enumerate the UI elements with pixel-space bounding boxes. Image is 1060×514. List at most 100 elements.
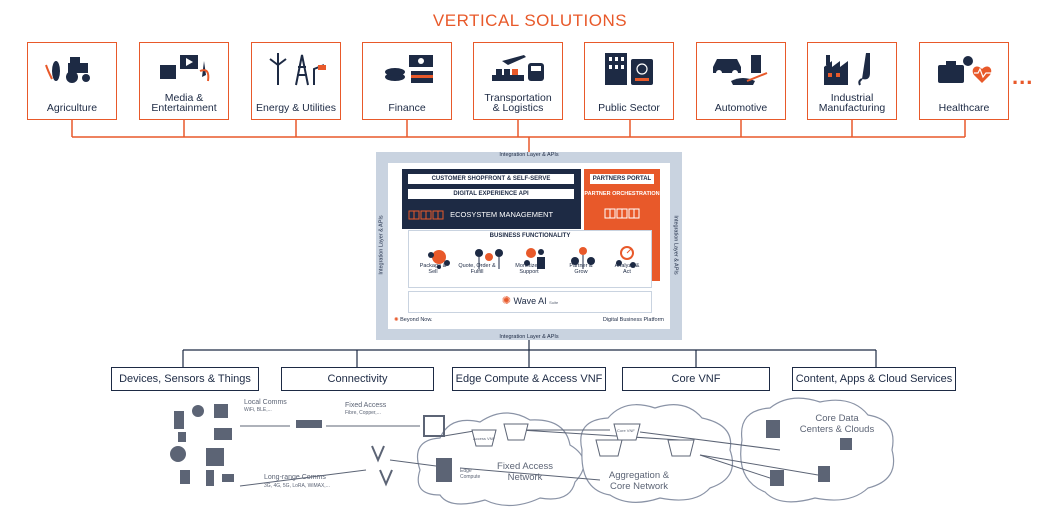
- vertical-transportation-logistics[interactable]: Transportation& Logistics: [473, 42, 563, 120]
- fixed-access-sub: Fibre, Copper,...: [345, 410, 381, 416]
- ecosystem-management-label: ECOSYSTEM MANAGEMENT: [450, 210, 554, 219]
- vertical-automotive[interactable]: Automotive: [696, 42, 786, 120]
- partner-grow-icon: [571, 247, 595, 269]
- function-partner-grow[interactable]: Partner &Grow: [569, 263, 593, 275]
- integration-layer-right: Integration Layer & APIs: [672, 215, 679, 275]
- integration-layer-left: Integration Layer & APIs: [378, 215, 385, 275]
- partners-portal-bar[interactable]: PARTNERS PORTAL: [590, 174, 654, 184]
- digital-business-platform-label: Digital Business Platform: [602, 317, 664, 323]
- wave-ai-logo-icon: ✺: [501, 295, 511, 307]
- digital-business-platform: Integration Layer & APIs Integration Lay…: [376, 152, 682, 340]
- vertical-label: Energy & Utilities: [256, 102, 336, 114]
- edge-server-icon: [436, 458, 452, 482]
- vertical-public-sector[interactable]: Public Sector: [584, 42, 674, 120]
- chip-icon: [214, 404, 228, 418]
- monetize-support-icon: [524, 248, 545, 269]
- thermostat-icon: [170, 446, 186, 462]
- vertical-agriculture[interactable]: Agriculture: [27, 42, 117, 120]
- healthcare-icon: [938, 56, 992, 83]
- vertical-label: Transportation& Logistics: [484, 92, 552, 114]
- package-sell-icon: [428, 250, 450, 269]
- function-analyze-act[interactable]: Analyze &Act: [614, 263, 640, 275]
- vertical-label: Media &Entertainment: [151, 92, 217, 114]
- infra-core-vnf[interactable]: Core VNF: [622, 367, 770, 391]
- search-cloud-icon: [840, 438, 852, 450]
- long-range-sub: 3G, 4G, 5G, LoRA, WiMAX,...: [264, 483, 330, 489]
- beyond-now-icon: ✺: [394, 317, 399, 323]
- function-package-sell[interactable]: Package &Sell: [419, 263, 447, 275]
- core-vnf-icon: [613, 423, 641, 441]
- partner-panel: PARTNERS PORTAL PARTNER ORCHESTRATION: [584, 169, 660, 281]
- more-verticals-ellipsis: ...: [1012, 64, 1034, 89]
- meter-icon: [206, 448, 224, 466]
- platform-inner: CUSTOMER SHOPFRONT & SELF-SERVE DIGITAL …: [388, 163, 670, 329]
- vertical-label: Healthcare: [938, 102, 990, 114]
- access-vnf-icon: [503, 423, 529, 441]
- aggregation-core-network-label: Aggregation &Core Network: [608, 470, 670, 492]
- core-vnf-label: Core VNF: [617, 428, 635, 433]
- infra-content-apps-cloud[interactable]: Content, Apps & Cloud Services: [792, 367, 956, 391]
- ecosystem-management-bar[interactable]: ECOSYSTEM MANAGEMENT: [408, 207, 574, 223]
- access-vnf-label: Access VNF: [473, 436, 496, 441]
- vertical-energy-utilities[interactable]: Energy & Utilities: [251, 42, 341, 120]
- customer-panel: CUSTOMER SHOPFRONT & SELF-SERVE DIGITAL …: [402, 169, 581, 229]
- network-illustration: [170, 397, 895, 507]
- local-comms-label: Local Comms: [244, 399, 287, 406]
- watch-icon: [180, 470, 190, 484]
- partner-orchestration-label[interactable]: PARTNER ORCHESTRATION: [584, 191, 660, 197]
- page-title: VERTICAL SOLUTIONS: [432, 11, 628, 30]
- infra-edge-compute-access-vnf[interactable]: Edge Compute & Access VNF: [452, 367, 606, 391]
- vertical-healthcare[interactable]: Healthcare: [919, 42, 1009, 120]
- integration-layer-bottom: Integration Layer & APIs: [499, 334, 559, 340]
- server-icon: [770, 470, 784, 486]
- local-comms-sub: WiFi, BLE,...: [244, 407, 272, 413]
- infra-devices-sensors-things[interactable]: Devices, Sensors & Things: [111, 367, 259, 391]
- vertical-finance[interactable]: Finance: [362, 42, 452, 120]
- business-functionality-box: BUSINESS FUNCTIONALITY Package &Sell Quo…: [408, 230, 652, 288]
- laptop-icon: [214, 428, 232, 440]
- function-quote-order-fulfill[interactable]: Quote, Order &Fulfill: [458, 263, 496, 275]
- business-functionality-title: BUSINESS FUNCTIONALITY: [489, 233, 571, 239]
- wave-ai-box[interactable]: ✺ Wave AI Suite: [408, 291, 652, 313]
- infra-connectivity[interactable]: Connectivity: [281, 367, 434, 391]
- bulb-icon: [192, 405, 204, 417]
- core-vnf-icon: [595, 439, 623, 457]
- router-icon: [296, 420, 322, 428]
- customer-shopfront-bar[interactable]: CUSTOMER SHOPFRONT & SELF-SERVE: [408, 174, 574, 184]
- wave-ai-label: Wave AI: [513, 296, 547, 306]
- transport-icon: [492, 55, 544, 81]
- long-range-label: Long-range Comms: [264, 474, 326, 481]
- digital-experience-api-bar[interactable]: DIGITAL EXPERIENCE API: [408, 189, 574, 199]
- grid-icon: [408, 210, 444, 220]
- building-passport-icon: [605, 53, 653, 85]
- vertical-label: Agriculture: [46, 102, 98, 114]
- database-icon: [766, 420, 780, 438]
- analyze-act-icon: [616, 246, 636, 268]
- vertical-label: Public Sector: [598, 102, 660, 114]
- device-icons: [170, 404, 234, 486]
- tractor-icon: [45, 57, 90, 83]
- access-vnf-icon: [471, 429, 497, 447]
- business-function-icons: [428, 246, 636, 269]
- integration-layer-top: Integration Layer & APIs: [499, 152, 559, 158]
- vertical-media-entertainment[interactable]: Media &Entertainment: [139, 42, 229, 120]
- factory-icon: [824, 53, 870, 86]
- beyond-now-logo: ✺ Beyond Now.: [394, 317, 433, 323]
- car-icon: [713, 55, 768, 85]
- mobile-icon: [206, 470, 214, 486]
- quote-order-icon: [475, 249, 503, 269]
- card-icon: [222, 474, 234, 482]
- fixed-access-label: Fixed Access: [345, 402, 387, 409]
- switch-icon: [423, 415, 445, 437]
- antenna-icon: [379, 469, 393, 487]
- media-icon: [160, 55, 210, 82]
- function-monetize-support[interactable]: Monetize &Support: [515, 263, 543, 275]
- phone-icon: [174, 411, 184, 429]
- vertical-label: Automotive: [714, 102, 768, 114]
- core-vnf-icon: [667, 439, 695, 457]
